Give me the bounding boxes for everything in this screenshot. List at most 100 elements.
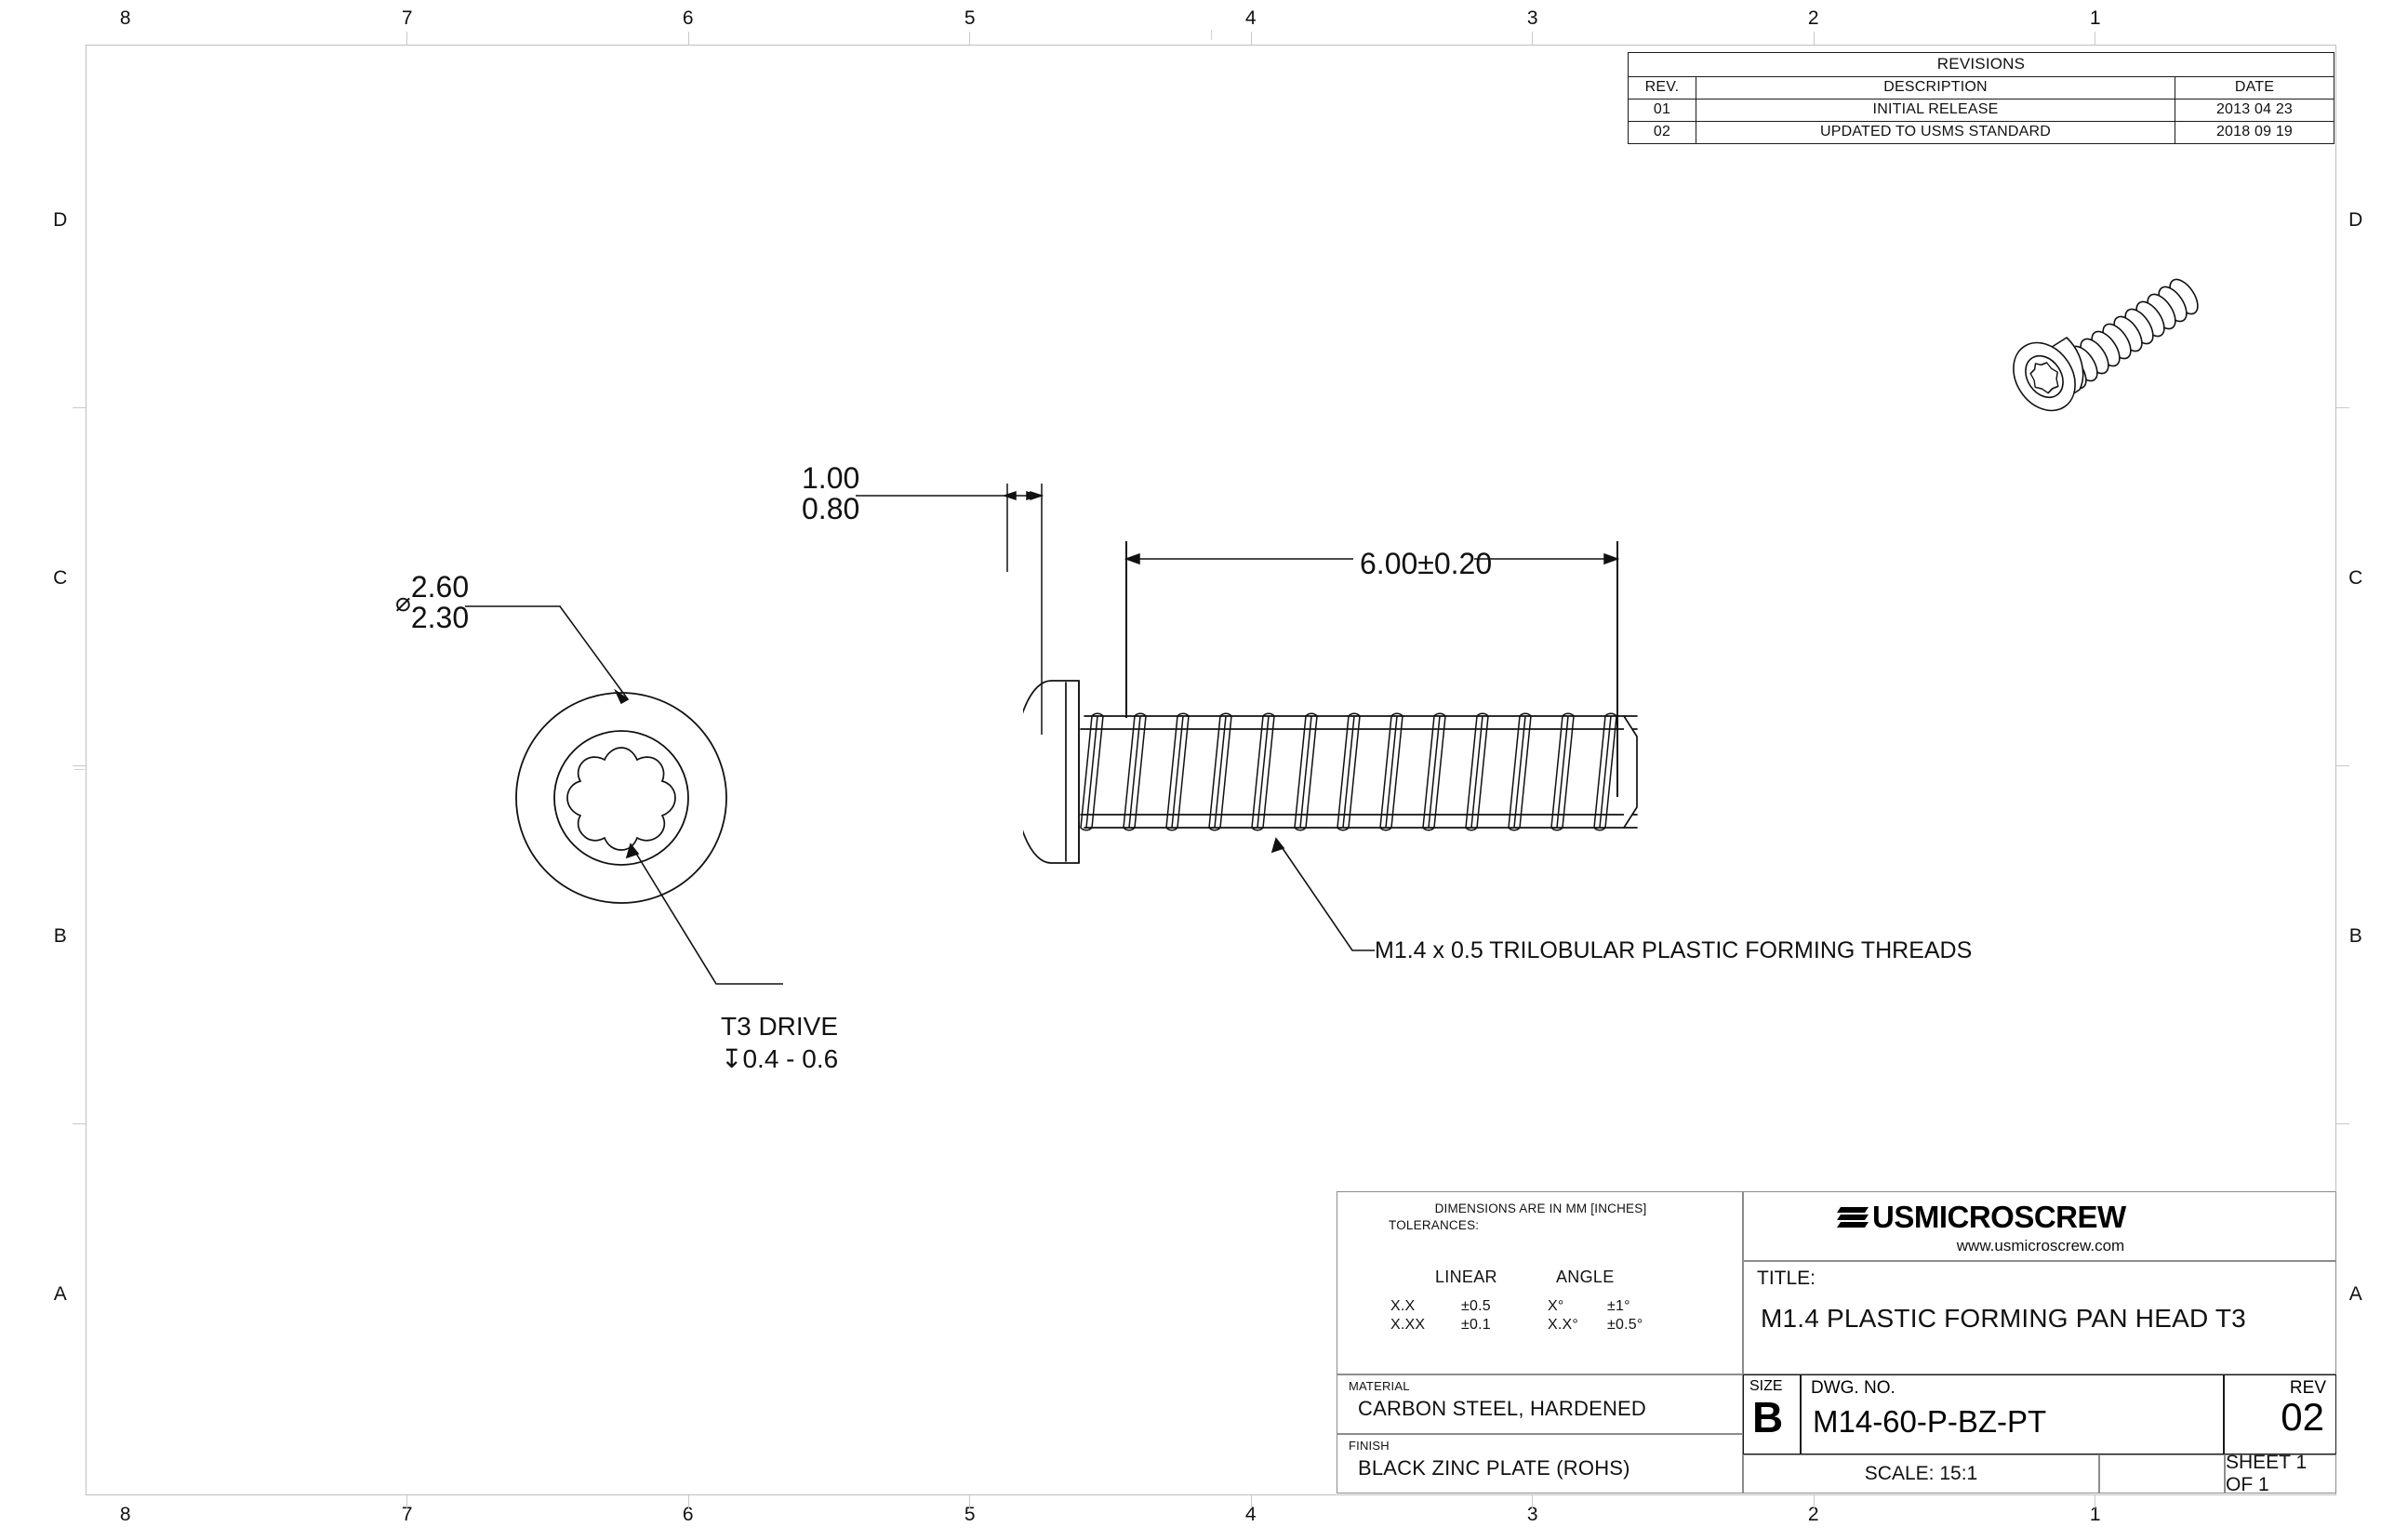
revision-rev-01: 01	[1628, 99, 1696, 122]
zone-label-top-6: 6	[682, 7, 695, 29]
sheet-value: SHEET 1 OF 1	[2226, 1452, 2308, 1495]
material-value: CARBON STEEL, HARDENED	[1358, 1397, 1647, 1420]
zone-tick-top-1	[406, 32, 408, 45]
material-box: MATERIAL CARBON STEEL, HARDENED	[1337, 1374, 1743, 1434]
leader-thread-note	[1270, 837, 1375, 951]
zone-label-left-C: C	[53, 567, 68, 589]
company-url[interactable]: www.usmicroscrew.com	[1956, 1237, 2125, 1255]
tolerance-linear-key-1: X.X	[1390, 1298, 1416, 1314]
zone-tick-bottom-3	[969, 1495, 971, 1508]
zone-tick-bottom-5	[1532, 1495, 1534, 1508]
units-note-line2: TOLERANCES:	[1389, 1218, 1480, 1232]
tolerance-angle-val-1: ±1°	[1607, 1298, 1630, 1314]
dwg-value: M14-60-P-BZ-PT	[1813, 1404, 2047, 1439]
zone-tick-top-center	[1211, 30, 1213, 40]
zone-label-bottom-3: 3	[1526, 1504, 1539, 1525]
zone-label-bottom-7: 7	[401, 1504, 414, 1525]
diameter-symbol: ⌀	[395, 587, 411, 617]
tolerance-linear-val-2: ±0.1	[1461, 1317, 1491, 1333]
revision-rev-02: 02	[1628, 121, 1696, 144]
zone-label-top-7: 7	[401, 7, 414, 29]
zone-tick-left-1	[73, 407, 86, 409]
company-logo-box: USMICROSCREW www.usmicroscrew.com	[1743, 1191, 2336, 1261]
zone-label-right-B: B	[2348, 925, 2363, 947]
revision-label: REV	[2289, 1378, 2326, 1398]
dimension-overall-length: 6.00±0.20	[1360, 547, 1493, 580]
logo-bars-icon	[1837, 1205, 1869, 1229]
zone-label-left-D: D	[53, 209, 68, 231]
leader-t3-drive	[625, 843, 783, 985]
finish-value: BLACK ZINC PLATE (ROHS)	[1358, 1456, 1630, 1480]
depth-symbol: ↧	[721, 1044, 743, 1073]
drawing-title-box: TITLE: M1.4 PLASTIC FORMING PAN HEAD T3	[1743, 1261, 2336, 1374]
revision-date-01: 2013 04 23	[2175, 99, 2334, 122]
zone-tick-bottom-6	[1814, 1495, 1816, 1508]
torx-star-recess	[566, 747, 676, 851]
zone-label-left-A: A	[53, 1283, 68, 1305]
note-t3-drive-depth: ↧0.4 - 0.6	[721, 1043, 838, 1074]
zone-tick-top-3	[969, 32, 971, 45]
revisions-header-row: REV. DESCRIPTION DATE	[1628, 76, 2334, 100]
zone-label-bottom-2: 2	[1807, 1504, 1820, 1525]
zone-label-top-1: 1	[2089, 7, 2102, 29]
zone-tick-top-5	[1532, 32, 1534, 45]
tolerance-linear-val-1: ±0.5	[1461, 1298, 1491, 1314]
zone-tick-right-3	[2336, 1123, 2349, 1125]
size-label: SIZE	[1749, 1378, 1783, 1394]
note-thread-callout: M1.4 x 0.5 TRILOBULAR PLASTIC FORMING TH…	[1375, 937, 1973, 963]
dwg-label: DWG. NO.	[1811, 1378, 1895, 1398]
revisions-col-rev: REV.	[1628, 76, 1696, 100]
revision-desc-01: INITIAL RELEASE	[1696, 99, 2175, 122]
revision-desc-02: UPDATED TO USMS STANDARD	[1696, 121, 2175, 144]
extension-line-length-right	[1616, 541, 1618, 797]
zone-label-bottom-8: 8	[119, 1504, 132, 1525]
tolerance-angle-val-2: ±0.5°	[1607, 1317, 1643, 1333]
zone-tick-top-2	[688, 32, 690, 45]
tolerance-linear-key-2: X.XX	[1390, 1317, 1426, 1333]
zone-tick-bottom-1	[406, 1495, 408, 1508]
zone-tick-right-2	[2336, 765, 2349, 767]
note-t3-drive: T3 DRIVE	[721, 1012, 839, 1041]
zone-label-top-8: 8	[119, 7, 132, 29]
zone-label-right-D: D	[2348, 209, 2363, 231]
extension-line-length-left	[1125, 541, 1127, 718]
drawing-number-box: DWG. NO. M14-60-P-BZ-PT	[1801, 1374, 2224, 1454]
tolerance-box: DIMENSIONS ARE IN MM [INCHES] TOLERANCES…	[1337, 1191, 1743, 1374]
dimension-lines-head-height	[856, 484, 1044, 735]
blank-box	[2099, 1454, 2225, 1494]
scale-box: SCALE: 15:1	[1743, 1454, 2099, 1494]
tolerance-angle-key-2: X.X°	[1548, 1317, 1578, 1333]
size-value: B	[1752, 1393, 1784, 1441]
material-label: MATERIAL	[1349, 1379, 1410, 1393]
zone-tick-left-3	[73, 1123, 86, 1125]
side-view-screw	[1023, 651, 1656, 893]
zone-label-top-2: 2	[1807, 7, 1820, 29]
zone-label-bottom-4: 4	[1244, 1504, 1257, 1525]
revision-value: 02	[2281, 1395, 2324, 1439]
size-box: SIZE B	[1743, 1374, 1801, 1454]
dimension-head-height: 1.00 0.80	[802, 463, 859, 524]
revisions-title-row: REVISIONS	[1628, 52, 2334, 77]
leader-head-diameter	[465, 605, 630, 705]
title-value: M1.4 PLASTIC FORMING PAN HEAD T3	[1761, 1304, 2246, 1333]
company-name: USMICROSCREW	[1872, 1200, 2126, 1234]
zone-tick-left-2	[73, 765, 86, 767]
drawing-frame	[86, 45, 2336, 1495]
zone-label-top-4: 4	[1244, 7, 1257, 29]
top-view-screw-head	[502, 679, 753, 930]
zone-label-top-5: 5	[964, 7, 977, 29]
title-label: TITLE:	[1757, 1268, 1816, 1289]
revisions-col-description: DESCRIPTION	[1696, 76, 2175, 100]
revision-box: REV 02	[2224, 1374, 2336, 1454]
revisions-table: REVISIONS REV. DESCRIPTION DATE 01 INITI…	[1628, 52, 2334, 144]
zone-label-top-3: 3	[1526, 7, 1539, 29]
head-diameter-upper: 2.60	[410, 570, 470, 604]
depth-value: 0.4 - 0.6	[742, 1044, 839, 1073]
sheet-box: SHEET 1 OF 1	[2225, 1452, 2336, 1495]
zone-label-bottom-1: 1	[2089, 1504, 2102, 1525]
isometric-screw-view	[1990, 265, 2269, 451]
table-row: 01 INITIAL RELEASE 2013 04 23	[1628, 99, 2334, 122]
zone-label-right-C: C	[2348, 567, 2363, 589]
